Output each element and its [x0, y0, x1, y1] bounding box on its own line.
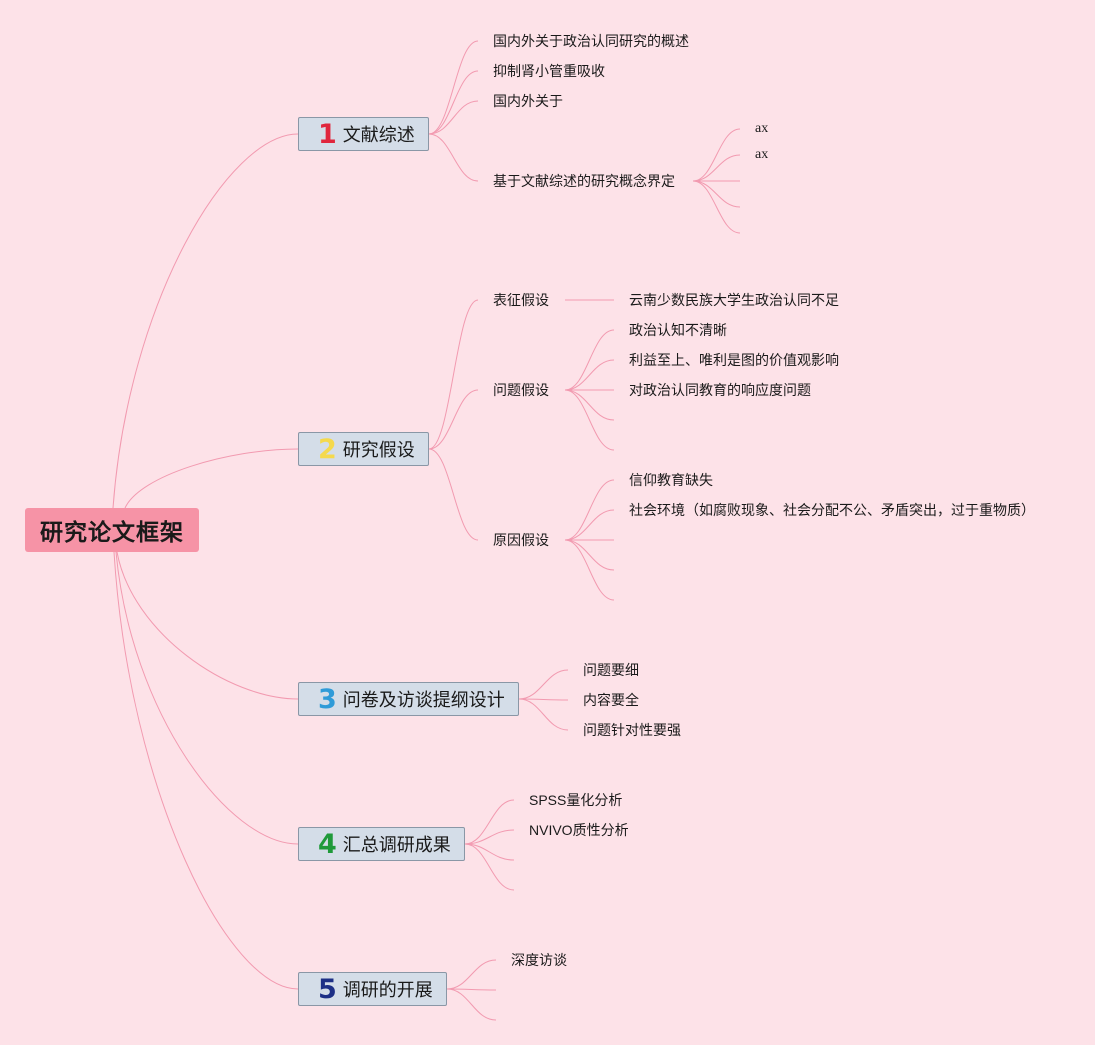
leaf-2-3-1[interactable]: 信仰教育缺失	[629, 472, 713, 488]
subtopic-4-1[interactable]: SPSS量化分析	[529, 792, 623, 808]
link-5-2	[446, 988, 497, 991]
link-2-2-5	[564, 389, 615, 451]
branch-node-4[interactable]: 4 汇总调研成果	[298, 827, 465, 861]
branch-label: 文献综述	[342, 125, 415, 145]
link-1-1	[428, 40, 479, 135]
branch-label: 研究假设	[342, 440, 415, 460]
number-3-icon: 3	[318, 683, 337, 715]
leaf-2-2-3[interactable]: 对政治认同教育的响应度问题	[629, 382, 811, 398]
subtopic-2-3[interactable]: 原因假设	[493, 532, 549, 548]
branch-node-1[interactable]: 1 文献综述	[298, 117, 429, 151]
number-1-icon: 1	[318, 118, 337, 150]
link-root-4	[115, 551, 299, 845]
branch-label: 调研的开展	[342, 980, 433, 1000]
subtopic-3-2[interactable]: 内容要全	[583, 692, 639, 708]
subtopic-2-1[interactable]: 表征假设	[493, 292, 549, 308]
number-4-icon: 4	[318, 828, 337, 860]
subtopic-4-2[interactable]: NVIVO质性分析	[529, 822, 629, 838]
subtopic-1-1[interactable]: 国内外关于政治认同研究的概述	[493, 33, 689, 49]
link-1-2	[428, 70, 479, 135]
branch-node-5[interactable]: 5 调研的开展	[298, 972, 447, 1006]
link-2-3-5	[564, 539, 615, 601]
link-4-2	[464, 829, 515, 845]
number-2-icon: 2	[318, 433, 337, 465]
link-1-3	[428, 100, 479, 135]
link-2-3-2	[564, 509, 615, 541]
link-2-2-2	[564, 359, 615, 391]
leaf-1-4-1[interactable]: ax	[755, 121, 769, 136]
link-4-1	[464, 799, 515, 845]
leaf-2-3-2[interactable]: 社会环境（如腐败现象、社会分配不公、矛盾突出，过于重物质）	[629, 502, 1035, 518]
branch-label: 问卷及访谈提纲设计	[342, 690, 505, 710]
link-3-2	[518, 698, 569, 701]
link-1-4-1	[692, 128, 741, 182]
link-3-1	[518, 669, 569, 700]
link-root-3	[116, 551, 299, 700]
link-1-4-2	[692, 154, 741, 182]
subtopic-5-1[interactable]: 深度访谈	[511, 952, 567, 968]
root-node[interactable]: 研究论文框架	[25, 508, 199, 552]
leaf-2-2-1[interactable]: 政治认知不清晰	[629, 322, 727, 338]
link-2-3-4	[564, 539, 615, 571]
link-2-3	[428, 448, 479, 541]
subtopic-3-3[interactable]: 问题针对性要强	[583, 722, 681, 738]
link-5-3	[446, 988, 497, 1021]
link-2-1	[428, 299, 479, 450]
link-5-1	[446, 959, 497, 990]
link-1-4-5	[692, 180, 741, 234]
link-3-3	[518, 698, 569, 731]
link-root-2	[124, 448, 299, 509]
branch-node-3[interactable]: 3 问卷及访谈提纲设计	[298, 682, 519, 716]
link-2-2-4	[564, 389, 615, 421]
leaf-2-2-2[interactable]: 利益至上、唯利是图的价值观影响	[629, 352, 839, 368]
subtopic-2-2[interactable]: 问题假设	[493, 382, 549, 398]
branch-node-2[interactable]: 2 研究假设	[298, 432, 429, 466]
subtopic-1-2[interactable]: 抑制肾小管重吸收	[493, 63, 605, 79]
subtopic-3-1[interactable]: 问题要细	[583, 662, 639, 678]
link-2-3-1	[564, 479, 615, 541]
leaf-2-1-1[interactable]: 云南少数民族大学生政治认同不足	[629, 292, 839, 308]
number-5-icon: 5	[318, 973, 337, 1005]
link-1-4-4	[692, 180, 741, 208]
leaf-1-4-2[interactable]: ax	[755, 147, 769, 162]
link-2-2-1	[564, 329, 615, 391]
link-root-5	[113, 551, 299, 990]
branch-label: 汇总调研成果	[342, 835, 451, 855]
link-1-4	[428, 133, 479, 182]
subtopic-1-3[interactable]: 国内外关于	[493, 93, 563, 109]
link-2-2	[428, 389, 479, 450]
link-root-1	[112, 133, 299, 509]
subtopic-1-4[interactable]: 基于文献综述的研究概念界定	[493, 173, 675, 189]
link-4-4	[464, 843, 515, 891]
